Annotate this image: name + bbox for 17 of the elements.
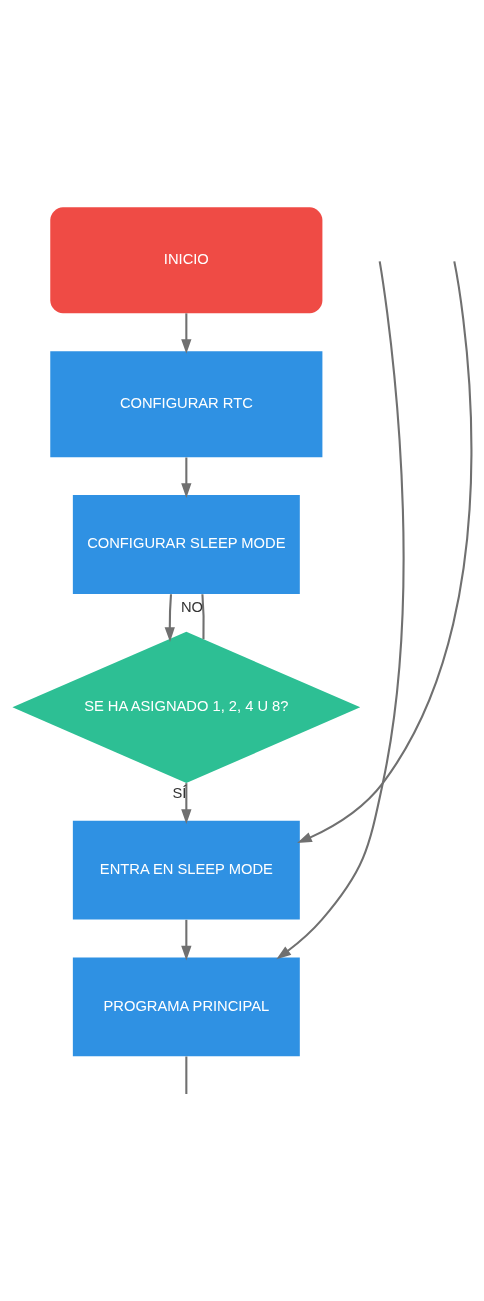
connector <box>185 1056 188 1094</box>
node-box: CONFIGURAR RTC <box>50 350 323 457</box>
arrow <box>181 919 192 960</box>
arrow <box>164 593 175 642</box>
node-box: PROGRAMA PRINCIPAL <box>72 956 300 1056</box>
arrow <box>181 782 192 824</box>
node-box: CONFIGURAR SLEEP MODE <box>72 494 300 594</box>
connector <box>201 593 205 639</box>
arrow <box>181 457 192 498</box>
node-box: ENTRA EN SLEEP MODE <box>72 820 300 920</box>
edge-label: SÍ <box>172 784 187 801</box>
arrow <box>297 260 473 843</box>
arrow <box>276 260 405 959</box>
edge-label: NO <box>180 598 204 615</box>
node-diamond: SE HA ASIGNADO 1, 2, 4 U 8? <box>12 631 361 783</box>
node-box: INICIO <box>50 206 323 313</box>
arrow <box>181 312 192 354</box>
